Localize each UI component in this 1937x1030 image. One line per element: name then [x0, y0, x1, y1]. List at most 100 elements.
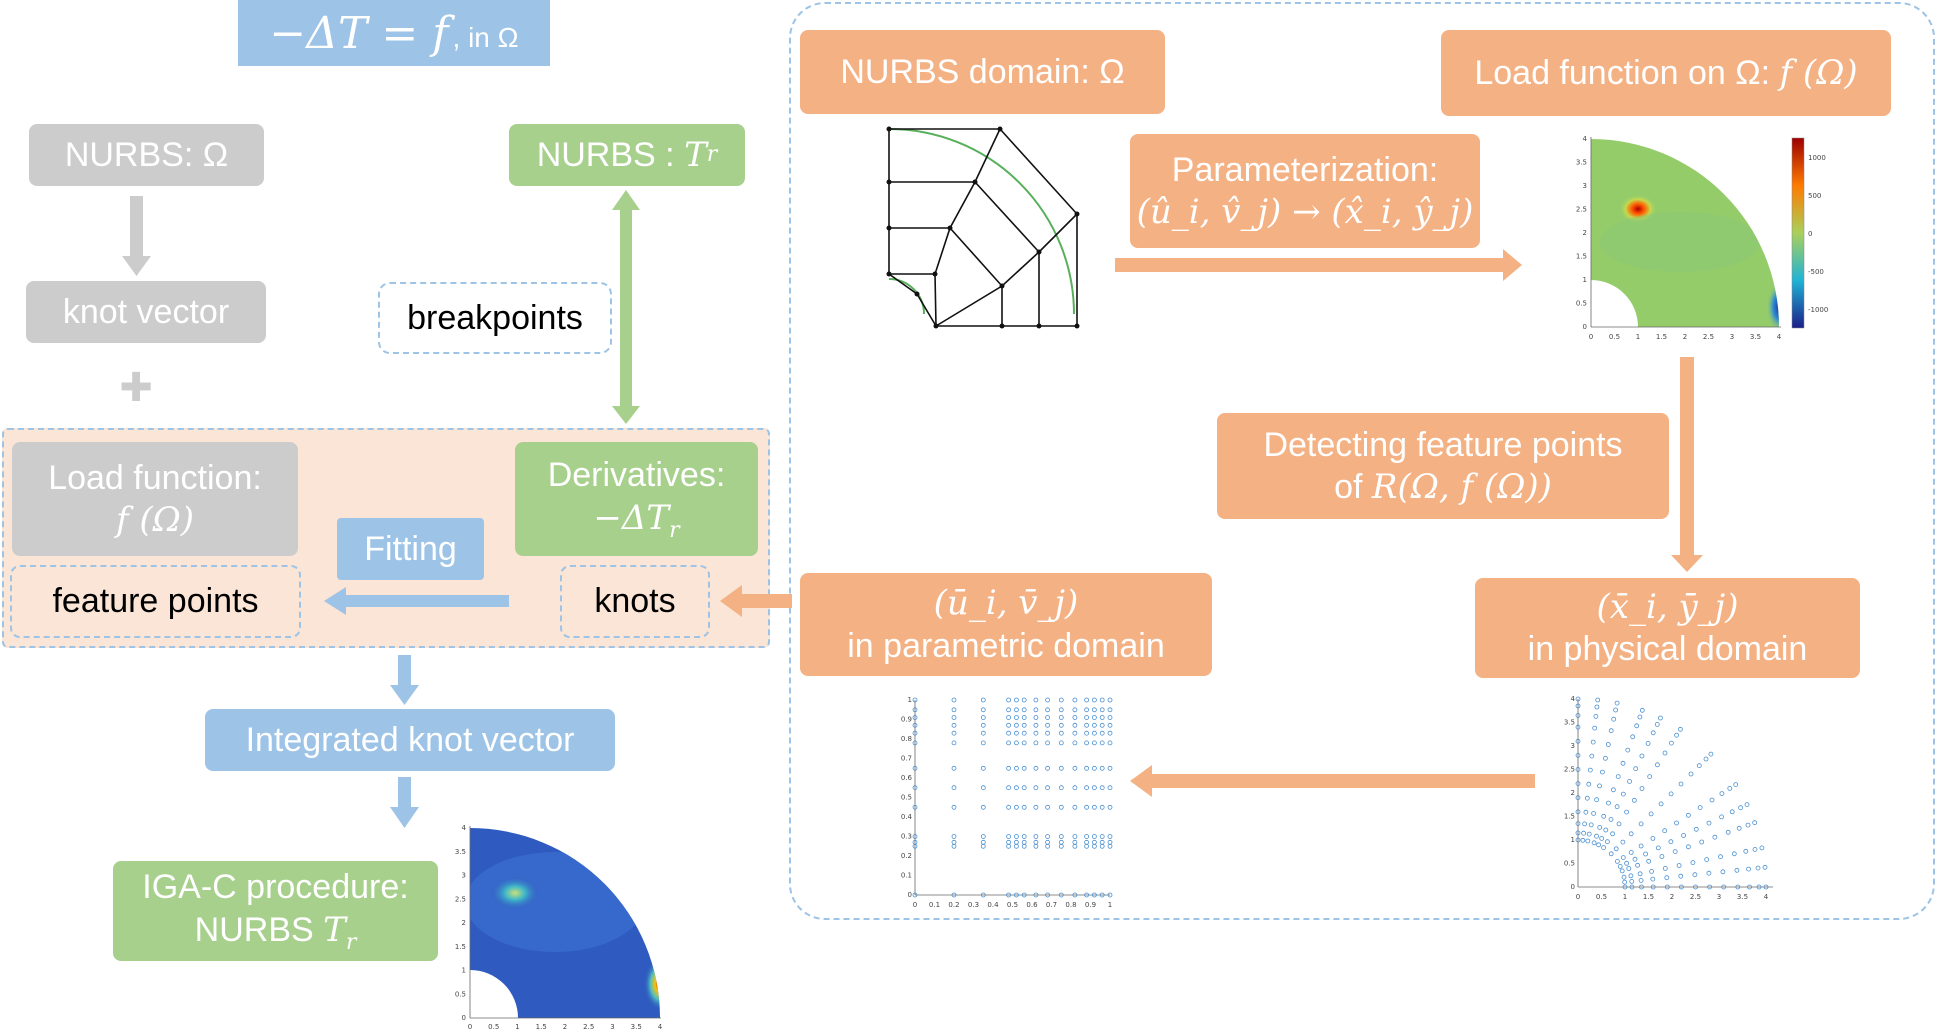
scatter-parametric-point-57	[1014, 785, 1019, 791]
scatter-parametric-point-146	[1091, 834, 1097, 839]
plus-icon: ✚	[119, 366, 153, 410]
scatter-physical-point-45	[1686, 844, 1691, 850]
scatter-parametric-point-24	[951, 707, 957, 713]
heatmap-top-ytick-7: 3.5	[1576, 159, 1587, 167]
scatter-physical-point-66	[1620, 855, 1626, 861]
scatter-physical-xtick-8: 4	[1764, 893, 1769, 901]
scatter-parametric-point-72	[1021, 740, 1027, 746]
scatter-physical-point-29	[1649, 868, 1654, 874]
scatter-parametric-point-58	[1014, 765, 1019, 771]
scatter-parametric-point-5	[912, 785, 918, 791]
scatter-physical-ytick-8: 4	[1571, 695, 1576, 703]
scatter-physical-point-10	[1747, 884, 1752, 890]
scatter-parametric-point-107	[1058, 834, 1064, 839]
scatter-physical-point-154	[1594, 704, 1600, 710]
scatter-parametric-point-3	[912, 834, 918, 839]
scatter-parametric-point-102	[1045, 707, 1051, 713]
scatter-physical-point-76	[1727, 786, 1733, 791]
scatter-parametric-point-114	[1058, 715, 1064, 720]
load-function-box: Load function: f (Ω)	[12, 442, 298, 556]
scatter-physical-point-5	[1679, 884, 1684, 890]
scatter-parametric-point-155	[1091, 697, 1097, 703]
scatter-parametric-point-163	[1099, 740, 1105, 746]
scatter-physical-point-157	[1575, 830, 1581, 836]
scatter-physical-point-119	[1597, 824, 1603, 830]
scatter-parametric-point-45	[1006, 765, 1011, 771]
scatter-physical-xtick-5: 2.5	[1690, 893, 1701, 901]
scatter-parametric-point-172	[1107, 834, 1113, 839]
scatter-physical-point-70	[1662, 828, 1668, 834]
scatter-parametric-point-93	[1045, 839, 1051, 845]
scatter-physical-point-54	[1632, 856, 1638, 862]
scatter-physical-ytick-2: 1	[1571, 836, 1575, 844]
scatter-physical-point-14	[1629, 878, 1635, 884]
scatter-parametric-point-38	[980, 697, 986, 703]
scatter-parametric-ytick-1: 0.1	[901, 872, 912, 880]
scatter-physical-point-6	[1693, 884, 1698, 890]
scatter-parametric-point-8	[912, 730, 918, 736]
scatter-parametric-point-83	[1033, 785, 1039, 791]
nurbs-domain-box: NURBS domain: Ω	[800, 30, 1165, 114]
heatmap-top-ytick-5: 2.5	[1576, 206, 1587, 214]
heatmap-top-colorbar-tick-0: 1000	[1808, 154, 1826, 162]
scatter-physical-point-124	[1620, 760, 1626, 766]
mesh-control-points	[886, 126, 1080, 329]
heatmap-bottom-ytick-0: 0	[462, 1014, 466, 1022]
scatter-parametric-point-150	[1091, 740, 1097, 746]
scatter-parametric-point-177	[1107, 730, 1113, 736]
heatmap-bottom-xtick-0: 0	[468, 1023, 472, 1030]
scatter-physical-point-129	[1639, 707, 1645, 713]
scatter-physical-point-102	[1674, 732, 1679, 738]
scatter-physical-point-1	[1629, 884, 1635, 890]
scatter-parametric-point-35	[980, 722, 986, 728]
heatmap-bottom-xtick-4: 2	[563, 1023, 567, 1030]
scatter-parametric-point-53	[1014, 843, 1019, 849]
breakpoints-label: breakpoints	[407, 298, 583, 337]
scatter-physical-point-106	[1603, 827, 1609, 833]
scatter-physical-point-42	[1646, 858, 1652, 864]
scatter-physical-point-123	[1615, 774, 1621, 779]
scatter-parametric-xtick-3: 0.3	[968, 901, 979, 909]
arrow-orange-left-bottom	[1130, 765, 1535, 797]
scatter-physical-point-4	[1664, 884, 1670, 890]
load-function-line2: f (Ω)	[115, 500, 195, 540]
scatter-physical-point-149	[1587, 767, 1593, 773]
scatter-physical-point-39	[1619, 868, 1625, 874]
heatmap-top-xtick-7: 3.5	[1750, 333, 1761, 341]
scatter-physical-point-144	[1581, 830, 1587, 836]
scatter-physical-point-67	[1628, 849, 1634, 855]
scatter-parametric-point-96	[1045, 785, 1051, 791]
scatter-parametric-point-11	[912, 707, 918, 713]
scatter-physical-ytick-0: 0	[1571, 883, 1575, 891]
scatter-parametric-point-40	[1006, 843, 1011, 849]
scatter-physical-point-146	[1583, 809, 1589, 815]
scatter-parametric-point-164	[1099, 730, 1105, 736]
scatter-physical-point-72	[1686, 812, 1691, 818]
heatmap-top-xtick-5: 2.5	[1703, 333, 1714, 341]
scatter-physical-point-89	[1703, 756, 1709, 762]
scatter-parametric-point-98	[1045, 740, 1051, 746]
heatmap-bottom-ytick-7: 3.5	[455, 848, 466, 856]
scatter-parametric-xtick-1: 0.1	[929, 901, 940, 909]
scatter-parametric-point-151	[1091, 730, 1097, 736]
scatter-parametric-point-117	[1072, 892, 1078, 898]
heatmap-bottom-xtick-2: 1	[515, 1023, 519, 1030]
heatmap-top-xtick-4: 2	[1683, 333, 1687, 341]
scatter-physical-point-80	[1620, 839, 1626, 845]
scatter-physical-point-142	[1614, 700, 1620, 706]
scatter-physical-point-145	[1582, 821, 1588, 827]
scatter-parametric-point-168	[1099, 697, 1105, 703]
scatter-parametric-point-12	[912, 697, 918, 703]
heatmap-bottom-ytick-4: 2	[462, 919, 466, 927]
scatter-physical-point-19	[1692, 872, 1698, 878]
scatter-physical-point-122	[1611, 787, 1616, 793]
scatter-physical-point-128	[1637, 714, 1643, 720]
scatter-parametric-point-153	[1091, 715, 1097, 720]
scatter-parametric-point-70	[1021, 785, 1027, 791]
scatter-parametric-point-49	[1006, 715, 1011, 720]
scatter-parametric-point-142	[1084, 697, 1090, 703]
